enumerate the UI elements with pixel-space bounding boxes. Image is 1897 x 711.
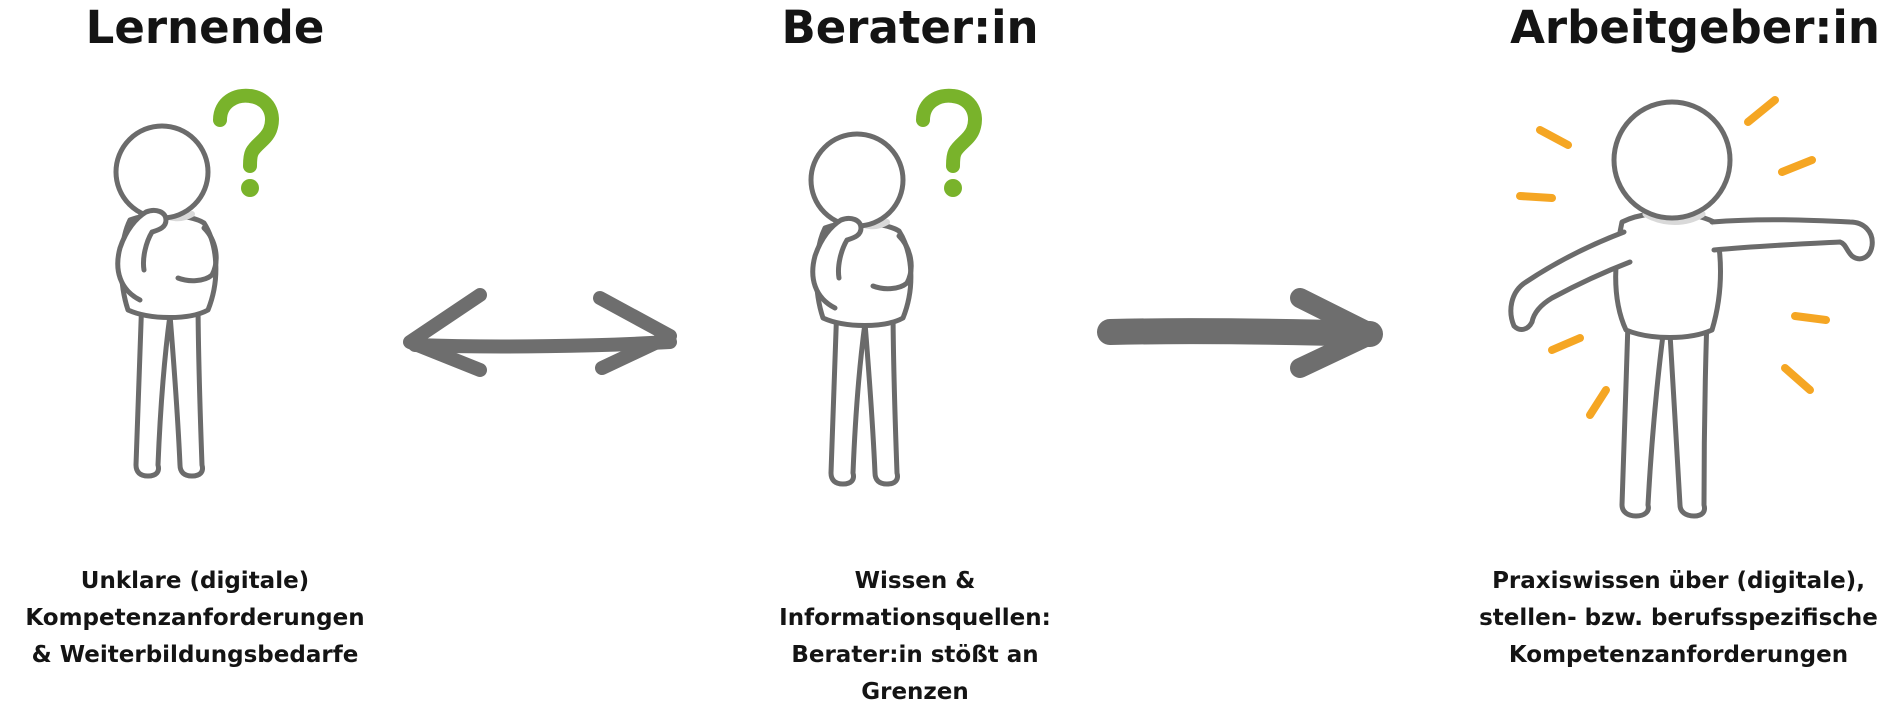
- right-arrow-icon: [1097, 288, 1383, 378]
- caption-line: Kompetenzanforderungen: [1508, 642, 1849, 668]
- caption-line: Wissen &: [854, 568, 976, 594]
- burst-lines-icon: [1516, 96, 1830, 419]
- heading-advisor: Berater:in: [781, 1, 1039, 54]
- caption-line: & Weiterbildungsbedarfe: [31, 642, 359, 668]
- advisor-question-mark-icon: [923, 96, 975, 197]
- heading-employer: Arbeitgeber:in: [1510, 1, 1880, 54]
- caption-line: Unklare (digitale): [80, 568, 310, 594]
- caption-learners: Unklare (digitale) Kompetenzanforderunge…: [0, 563, 390, 674]
- caption-employer: Praxiswissen über (digitale), stellen- b…: [1460, 563, 1897, 674]
- caption-line: Informationsquellen:: [779, 605, 1051, 631]
- learner-question-mark-icon: [220, 96, 272, 197]
- caption-line: Grenzen: [861, 679, 969, 705]
- caption-line: Praxiswissen über (digitale),: [1492, 568, 1865, 594]
- caption-advisor: Wissen & Informationsquellen: Berater:in…: [735, 563, 1095, 711]
- double-arrow-icon: [403, 288, 677, 377]
- caption-line: Kompetenzanforderungen: [25, 605, 365, 631]
- learner-figure: [116, 126, 216, 476]
- caption-line: stellen- bzw. berufsspezifische: [1479, 605, 1878, 631]
- employer-figure: [1508, 96, 1875, 519]
- caption-line: Berater:in stößt an: [791, 642, 1039, 668]
- advisor-figure: [811, 134, 911, 484]
- heading-learners: Lernende: [85, 1, 325, 54]
